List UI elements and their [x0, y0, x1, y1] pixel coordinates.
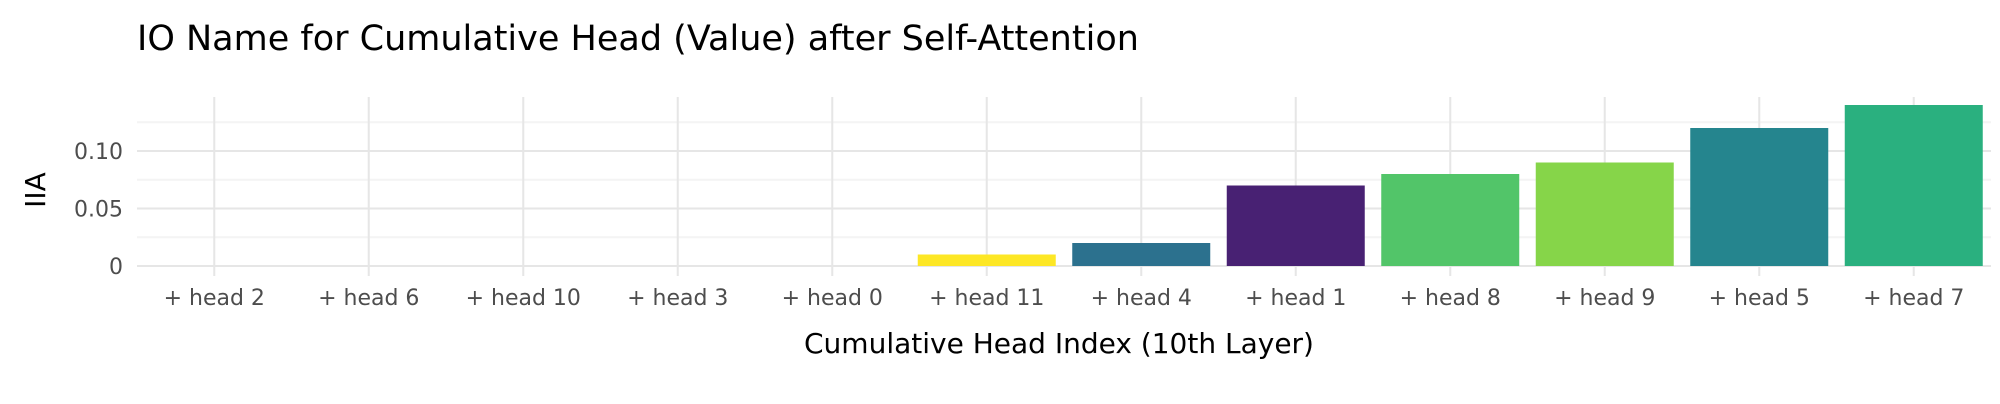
x-tick-label: + head 5	[1709, 286, 1810, 311]
chart-title: IO Name for Cumulative Head (Value) afte…	[137, 19, 1139, 59]
bar	[1072, 243, 1211, 266]
x-tick-label: + head 8	[1400, 286, 1501, 311]
x-tick-label: + head 3	[627, 286, 728, 311]
bars	[917, 105, 1983, 266]
bar	[917, 254, 1056, 266]
x-tick-label: + head 7	[1863, 286, 1964, 311]
bar	[1844, 105, 1983, 266]
x-axis-ticks: + head 2 + head 6 + head 10 + head 3 + head …	[164, 286, 1965, 311]
x-tick-label: + head 11	[929, 286, 1044, 311]
x-tick-label: + head 1	[1245, 286, 1346, 311]
x-tick-label: + head 10	[466, 286, 581, 311]
bar	[1535, 162, 1674, 266]
bar	[1381, 174, 1520, 266]
x-tick-label: + head 6	[318, 286, 419, 311]
x-tick-label: + head 0	[782, 286, 883, 311]
y-tick-label: 0.05	[74, 198, 123, 223]
x-tick-label: + head 2	[164, 286, 265, 311]
x-axis-label: Cumulative Head Index (10th Layer)	[804, 327, 1314, 360]
x-tick-label: + head 4	[1091, 286, 1192, 311]
y-axis-ticks: 0 0.05 0.10	[74, 140, 123, 280]
y-tick-label: 0.10	[74, 140, 123, 165]
bar	[1690, 128, 1829, 266]
y-axis-label: IIA	[19, 172, 52, 208]
x-tick-label: + head 9	[1554, 286, 1655, 311]
y-tick-label: 0	[109, 255, 123, 280]
bar	[1226, 185, 1365, 266]
